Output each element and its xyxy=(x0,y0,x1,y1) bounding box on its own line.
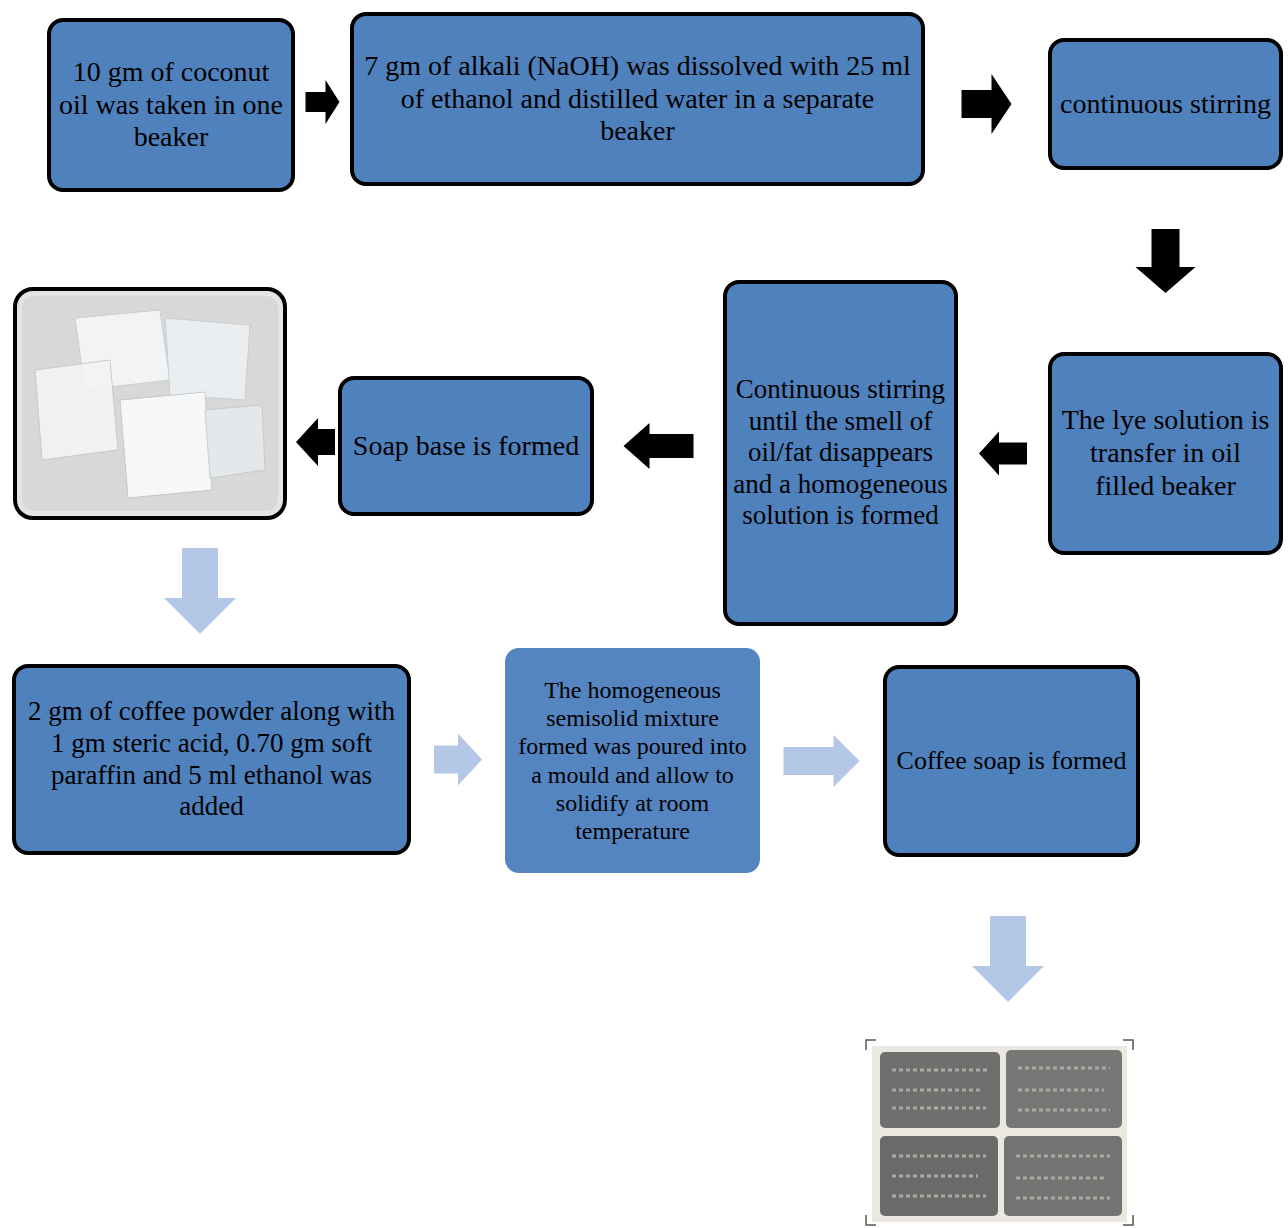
step-text: 7 gm of alkali (NaOH) was dissolved with… xyxy=(360,50,915,148)
block-arrow xyxy=(306,80,340,124)
block-arrow xyxy=(1136,229,1196,293)
process-box: 7 gm of alkali (NaOH) was dissolved with… xyxy=(350,12,925,186)
process-box: 2 gm of coffee powder along with 1 gm st… xyxy=(12,664,411,855)
block-arrow xyxy=(164,548,236,634)
process-box: The lye solution is transfer in oil fill… xyxy=(1048,352,1283,555)
soap-cube xyxy=(35,360,118,460)
step-text: Soap base is formed xyxy=(348,430,584,463)
soap-base-picture xyxy=(15,289,285,518)
soap-bar xyxy=(880,1052,1000,1128)
picture-corner xyxy=(866,1040,1133,1225)
soap-cube xyxy=(165,318,250,400)
step-text: Coffee soap is formed xyxy=(893,746,1130,776)
soap-bar xyxy=(1004,1136,1122,1216)
block-arrow xyxy=(962,74,1012,134)
step-text: The homogeneous semisolid mixture formed… xyxy=(511,676,754,844)
illustrations xyxy=(15,289,1133,1225)
process-box: Soap base is formed xyxy=(338,376,594,516)
coffee-soap-picture xyxy=(866,1040,1133,1225)
step-text: 2 gm of coffee powder along with 1 gm st… xyxy=(22,696,401,822)
block-arrow xyxy=(434,734,482,786)
picture-ground xyxy=(22,296,278,511)
process-box: The homogeneous semisolid mixture formed… xyxy=(505,648,760,873)
process-box: Coffee soap is formed xyxy=(883,665,1140,857)
soap-texture xyxy=(892,1068,1110,1198)
picture-frame xyxy=(15,289,285,518)
block-arrow xyxy=(624,423,694,469)
step-text: Continuous stirring until the smell of o… xyxy=(733,374,948,532)
block-arrow xyxy=(784,735,860,787)
soap-cube xyxy=(120,392,212,498)
block-arrow xyxy=(972,916,1044,1002)
step-text: The lye solution is transfer in oil fill… xyxy=(1058,404,1273,502)
block-arrow xyxy=(979,432,1027,476)
soap-bar xyxy=(880,1136,998,1216)
process-box: continuous stirring xyxy=(1048,38,1283,170)
process-box: 10 gm of coconut oil was taken in one be… xyxy=(47,18,295,192)
step-text: continuous stirring xyxy=(1058,88,1273,121)
block-arrow xyxy=(296,418,335,466)
soap-cube xyxy=(205,405,265,478)
picture-ground xyxy=(872,1046,1127,1222)
process-box: Continuous stirring until the smell of o… xyxy=(723,280,958,626)
step-text: 10 gm of coconut oil was taken in one be… xyxy=(57,56,285,154)
